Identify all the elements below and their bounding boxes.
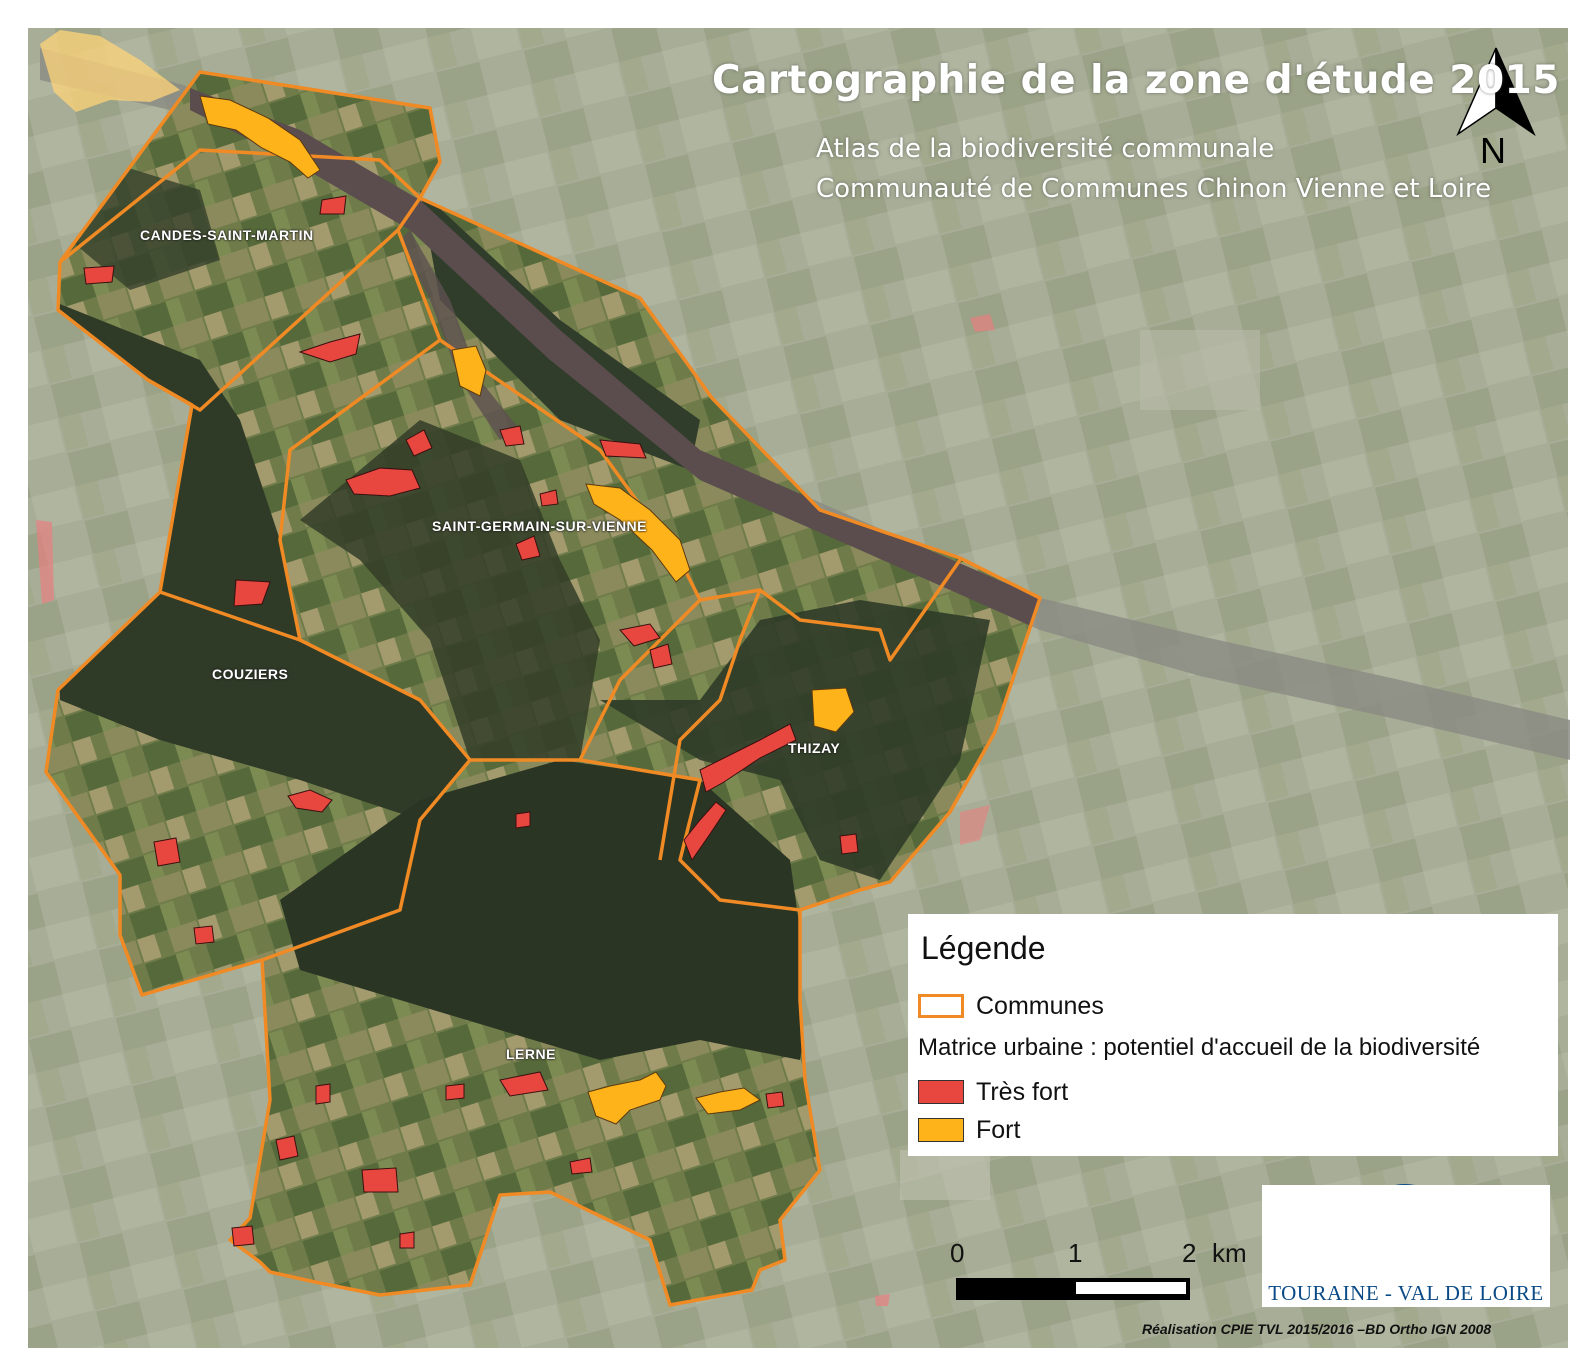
legend-panel: Légende Communes Matrice urbaine : poten… (908, 914, 1558, 1156)
scale-unit: km (1212, 1238, 1247, 1268)
north-label: N (1480, 130, 1506, 171)
cpie-logo: TOURAINE - VAL DE LOIRE (1262, 1185, 1550, 1307)
legend-label-communes: Communes (976, 992, 1104, 1020)
scale-label-1: 1 (1068, 1238, 1083, 1268)
commune-label-candes: CANDES-SAINT-MARTIN (140, 227, 314, 243)
map-title: Cartographie de la zone d'étude 2015 (712, 58, 1560, 103)
commune-label-thizay: THIZAY (788, 740, 841, 756)
legend-swatch-fort (918, 1118, 964, 1142)
map-subtitle-atlas: Atlas de la biodiversité communale (816, 134, 1275, 164)
commune-label-saint-germain: SAINT-GERMAIN-SUR-VIENNE (432, 518, 648, 534)
map-subtitle-communaute: Communauté de Communes Chinon Vienne et … (816, 174, 1492, 204)
logo-text: TOURAINE - VAL DE LOIRE (1268, 1281, 1544, 1305)
legend-label-fort: Fort (976, 1116, 1021, 1144)
north-arrow-icon (1456, 47, 1536, 137)
legend-label-tres-fort: Très fort (976, 1078, 1069, 1106)
legend-swatch-tres-fort (918, 1080, 964, 1104)
commune-label-couziers: COUZIERS (212, 666, 289, 682)
scale-label-0: 0 (950, 1238, 965, 1268)
legend-swatch-communes (918, 994, 964, 1018)
legend-matrix-label: Matrice urbaine : potentiel d'accueil de… (918, 1034, 1481, 1061)
map-credit: Réalisation CPIE TVL 2015/2016 –BD Ortho… (1142, 1321, 1492, 1337)
scale-bar (956, 1278, 1190, 1300)
commune-label-lerne: LERNE (506, 1046, 556, 1062)
legend-title: Légende (921, 930, 1046, 966)
scale-label-2: 2 (1182, 1238, 1197, 1268)
